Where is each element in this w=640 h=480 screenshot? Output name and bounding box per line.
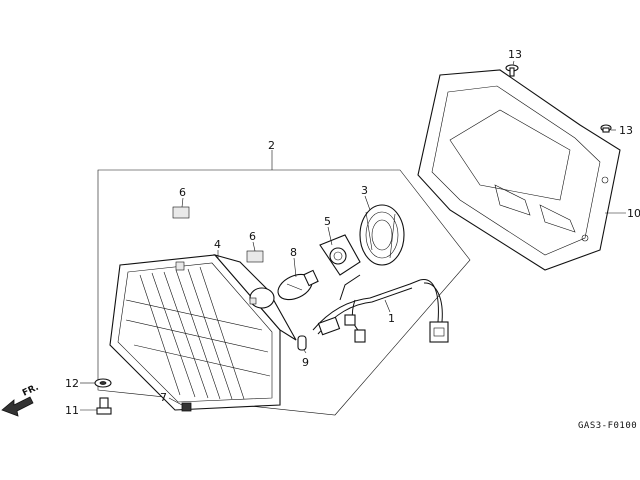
headlight-unit	[109, 253, 297, 411]
clip-b	[246, 250, 264, 263]
callout-7: 7	[160, 391, 167, 404]
callout-4: 4	[214, 238, 221, 251]
nut	[181, 402, 192, 412]
diagram-code: GAS3-F0100	[578, 421, 637, 431]
headlight-case	[417, 69, 621, 271]
clip-a	[172, 206, 190, 219]
screw-a	[505, 64, 519, 77]
dust-cover	[359, 204, 405, 266]
callout-2: 2	[268, 139, 275, 152]
assembly-bracket-outline	[97, 169, 471, 416]
bolt	[96, 397, 112, 415]
callout-6-lower: 6	[249, 230, 256, 243]
callout-8: 8	[290, 246, 297, 259]
headlight-bulb	[277, 269, 319, 301]
callout-5: 5	[324, 215, 331, 228]
callout-13-right: 13	[619, 124, 633, 137]
callout-13-top: 13	[508, 48, 522, 61]
screw-b	[600, 124, 612, 133]
wire-harness	[312, 274, 449, 343]
callout-12: 12	[65, 377, 79, 390]
callout-10: 10	[627, 207, 640, 220]
callout-1: 1	[388, 312, 395, 325]
position-bulb	[297, 335, 307, 351]
callout-11: 11	[65, 404, 79, 417]
front-direction-arrow	[1, 396, 34, 417]
callout-3: 3	[361, 184, 368, 197]
callout-6-upper: 6	[179, 186, 186, 199]
front-direction-label: FR.	[21, 383, 40, 399]
callout-9: 9	[302, 356, 309, 369]
bulb-socket	[319, 234, 361, 276]
washer	[94, 378, 112, 388]
